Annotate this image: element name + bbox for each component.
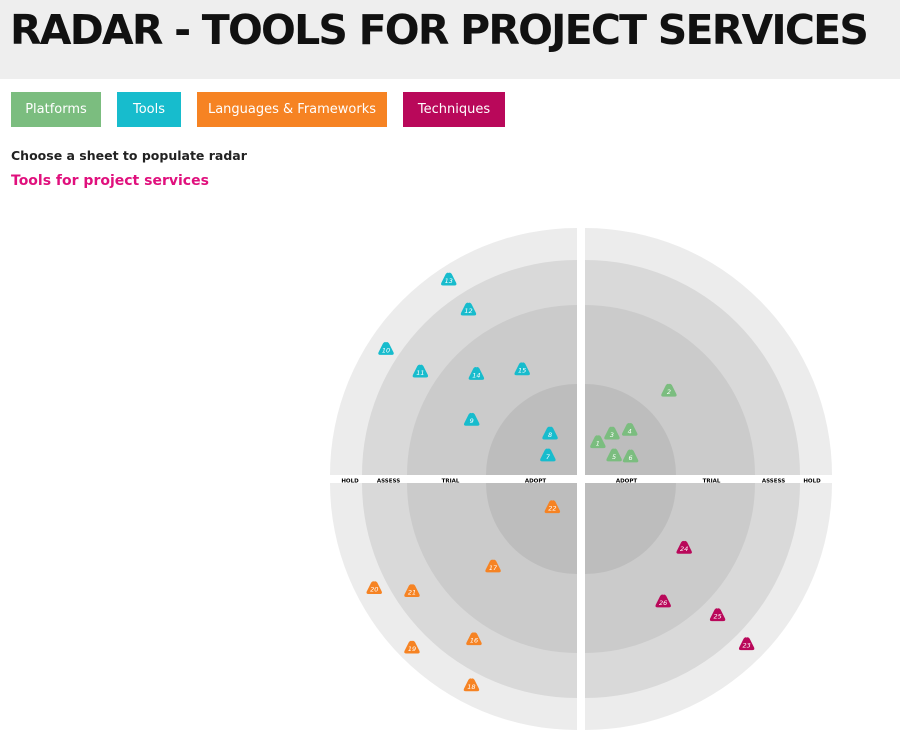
blip-7	[540, 448, 556, 462]
ring-label-left-3: ADOPT	[525, 479, 547, 485]
ring-label-right-1: TRIAL	[703, 479, 721, 485]
page-header: RADAR - TOOLS FOR PROJECT SERVICES	[0, 0, 900, 79]
blip-label-1: 1	[596, 440, 600, 448]
blip-20	[366, 581, 382, 595]
blip-label-23: 23	[743, 642, 751, 650]
blip-21	[404, 584, 420, 598]
blip-3	[604, 426, 620, 440]
sheet-chooser-hint: Choose a sheet to populate radar	[11, 148, 247, 163]
blip-12	[460, 302, 477, 316]
blip-label-25: 25	[713, 613, 721, 621]
blip-9	[463, 412, 480, 426]
blip-2	[661, 383, 677, 397]
blip-11	[412, 364, 429, 378]
tab-platforms[interactable]: Platforms	[11, 92, 101, 127]
blip-label-14: 14	[472, 371, 480, 379]
blip-6	[622, 449, 639, 463]
blip-23	[738, 637, 755, 651]
tab-languages-frameworks[interactable]: Languages & Frameworks	[197, 92, 387, 127]
blip-label-4: 4	[628, 427, 632, 435]
blip-label-11: 11	[416, 369, 424, 377]
blip-1	[590, 435, 606, 449]
blip-label-2: 2	[667, 388, 671, 396]
blip-label-6: 6	[629, 454, 633, 462]
blip-15	[514, 362, 530, 376]
blip-13	[440, 272, 457, 286]
ring-label-right-2: ASSESS	[762, 479, 785, 485]
blip-label-3: 3	[610, 431, 614, 439]
blip-label-9: 9	[470, 417, 474, 425]
blip-label-19: 19	[408, 645, 416, 653]
blip-label-13: 13	[445, 277, 453, 285]
blip-25	[709, 608, 726, 622]
blip-8	[542, 426, 558, 440]
page-title: RADAR - TOOLS FOR PROJECT SERVICES	[10, 6, 869, 54]
blip-label-8: 8	[548, 431, 552, 439]
blip-label-5: 5	[612, 453, 616, 461]
blip-14	[468, 367, 485, 380]
blip-5	[606, 448, 622, 462]
ring-label-right-0: ADOPT	[616, 479, 638, 485]
blip-17	[485, 559, 501, 573]
blip-label-22: 22	[548, 505, 556, 513]
blip-label-12: 12	[464, 307, 472, 315]
blip-label-26: 26	[659, 599, 667, 607]
ring-label-left-1: ASSESS	[377, 479, 400, 485]
blip-26	[655, 594, 671, 608]
blip-4	[621, 422, 638, 436]
blip-19	[404, 640, 420, 654]
blip-label-24: 24	[680, 545, 688, 553]
blip-label-15: 15	[518, 367, 526, 375]
ring-adopt-quadrant-1	[486, 384, 577, 475]
ring-adopt-quadrant-3	[585, 483, 676, 574]
ring-label-left-0: HOLD	[341, 479, 359, 485]
blip-label-17: 17	[489, 564, 498, 572]
tab-techniques[interactable]: Techniques	[403, 92, 505, 127]
blip-18	[463, 678, 480, 692]
blip-label-10: 10	[382, 346, 390, 354]
blip-10	[378, 342, 394, 355]
blip-16	[466, 632, 482, 646]
blip-label-7: 7	[546, 453, 551, 461]
blip-label-20: 20	[370, 586, 378, 594]
ring-label-left-2: TRIAL	[442, 479, 460, 485]
blip-label-16: 16	[470, 637, 478, 645]
blip-24	[676, 540, 692, 554]
blip-22	[544, 500, 561, 514]
blip-label-18: 18	[467, 683, 475, 691]
blip-label-21: 21	[408, 589, 416, 597]
ring-label-right-3: HOLD	[803, 479, 821, 485]
tab-tools[interactable]: Tools	[117, 92, 181, 127]
sheet-title: Tools for project services	[11, 173, 209, 189]
